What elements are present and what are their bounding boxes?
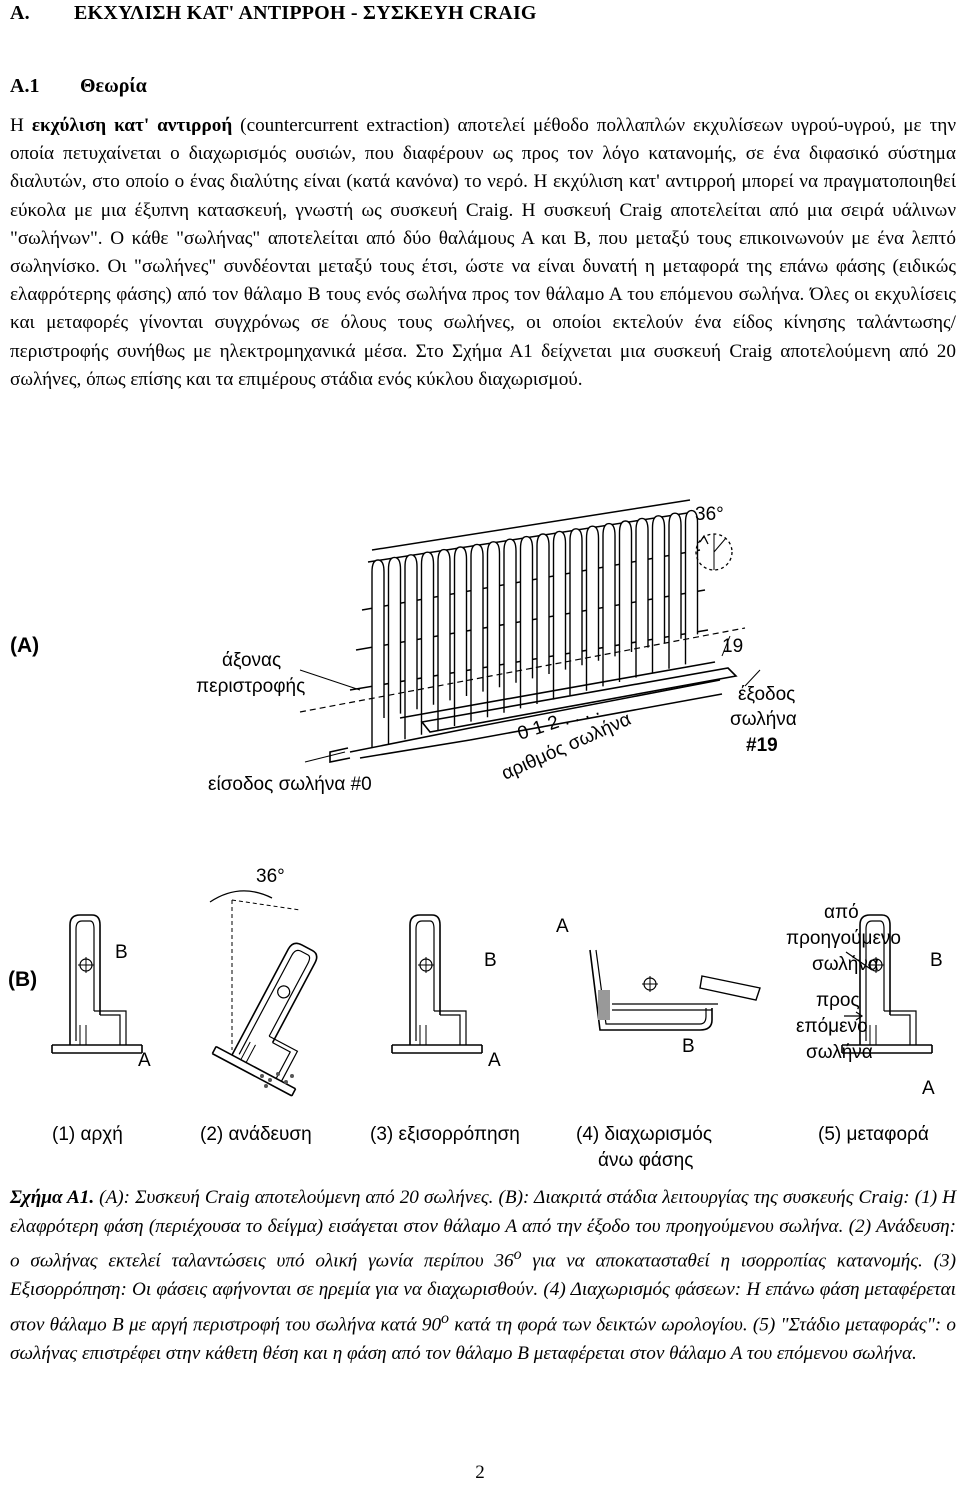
craig-tube — [552, 530, 567, 700]
stage-label-4: (4) διαχωρισμός — [576, 1124, 712, 1145]
craig-tube — [387, 556, 402, 744]
craig-tube — [420, 551, 435, 735]
craig-tube — [651, 515, 666, 674]
stage-2-tube — [211, 930, 358, 1097]
panel-a-outlet-1: έξοδος — [738, 684, 795, 705]
caption-text-2: για να αποκατασταθεί η ισορροπίας κατανο… — [10, 1250, 956, 1336]
panel-a-axis-label-1: άξονας — [222, 650, 281, 671]
panel-a-drawing — [299, 499, 761, 763]
caption-text-3: κατά τη φορά των δεικτών ωρολογίου. (5) … — [10, 1314, 956, 1364]
body-term: εκχύλιση κατ' αντιρροή — [31, 115, 233, 136]
craig-tube — [486, 541, 501, 718]
stage-5-tube — [841, 914, 933, 1054]
panel-a-axis-label-2: περιστροφής — [196, 676, 305, 697]
panel-a-tube-last: 19 — [722, 636, 743, 657]
section-title: ΕΚΧΥΛΙΣΗ ΚΑΤ' ΑΝΤΙΡΡΟΗ - ΣΥΣΚΕΥΗ CRAIG — [74, 2, 537, 24]
panel-a-outlet-2: σωλήνα — [730, 709, 797, 730]
to-next-3: σωλήνα — [806, 1042, 873, 1063]
from-prev-2: προηγούμενο — [786, 928, 901, 949]
section-heading: A. ΕΚΧΥΛΙΣΗ ΚΑΤ' ΑΝΤΙΡΡΟΗ - ΣΥΣΚΕΥΗ CRAIG — [10, 2, 537, 25]
stage-2-angle: 36° — [256, 866, 285, 887]
craig-tube — [470, 543, 484, 722]
craig-tube — [519, 535, 534, 709]
caption-degree-2: ο — [441, 1309, 450, 1327]
to-next-1: προς — [816, 990, 860, 1011]
stage-5-chamber-b: B — [930, 950, 943, 971]
stage-4-chamber-b: B — [682, 1036, 695, 1057]
stage-label-2: (2) ανάδευση — [200, 1124, 312, 1145]
from-prev-3: σωλήνα — [812, 954, 879, 975]
caption-degree-1: ο — [513, 1246, 522, 1264]
figure-svg: (A) 36° 19 άξονας περιστροφής 0 1 2 . . … — [8, 499, 943, 1171]
stage-label-4-line2: άνω φάσης — [598, 1150, 693, 1171]
craig-tube — [668, 512, 682, 669]
stage-4-tube — [589, 949, 761, 1031]
panel-a-outlet-3: #19 — [746, 735, 778, 756]
caption-title: Σχήμα Α1. — [10, 1187, 95, 1208]
stage-1-tube — [51, 914, 143, 1054]
to-next-2: επόμενο — [796, 1016, 868, 1037]
craig-tube — [453, 546, 468, 726]
stage-label-5: (5) μεταφορά — [818, 1124, 929, 1145]
craig-tube — [371, 559, 385, 748]
stage-label-3: (3) εξισορρόπηση — [370, 1124, 520, 1145]
panel-a-label: (A) — [10, 634, 39, 657]
stage-1-chamber-a: A — [138, 1050, 151, 1071]
from-prev-1: από — [824, 902, 859, 923]
stage-label-1: (1) αρχή — [52, 1124, 123, 1145]
subsection-heading: A.1 Θεωρία — [10, 75, 147, 98]
craig-tube — [503, 538, 517, 713]
stage-4-chamber-a: A — [556, 916, 569, 937]
subsection-number: A.1 — [10, 75, 40, 97]
craig-tube — [437, 548, 451, 731]
body-intro: Η — [10, 115, 32, 136]
body-paragraph: Η εκχύλιση κατ' αντιρροή (countercurrent… — [10, 112, 956, 394]
panel-b-label: (B) — [8, 968, 37, 991]
panel-a-angle: 36° — [695, 504, 724, 525]
caption-text: (A): Συσκευή Craig αποτελούμενη από 20 σ… — [10, 1187, 956, 1272]
craig-tube — [536, 533, 550, 704]
page-number: 2 — [475, 1462, 485, 1483]
body-text: (countercurrent extraction) αποτελεί μέθ… — [10, 115, 956, 390]
stage-5-chamber-a: A — [922, 1078, 935, 1099]
panel-a-inlet: είσοδος σωλήνα #0 — [208, 774, 372, 795]
figure-craig-apparatus: (A) 36° 19 άξονας περιστροφής 0 1 2 . . … — [0, 490, 960, 1180]
stage-3-chamber-b: B — [484, 950, 497, 971]
figure-caption: Σχήμα Α1. (A): Συσκευή Craig αποτελούμεν… — [10, 1184, 956, 1368]
craig-tube — [569, 528, 583, 696]
craig-tube — [585, 525, 600, 691]
stage-3-tube — [391, 914, 483, 1054]
craig-tube — [635, 517, 649, 678]
craig-tube — [404, 554, 418, 740]
craig-tube — [618, 520, 633, 682]
craig-tube — [684, 509, 699, 665]
subsection-title: Θεωρία — [80, 75, 147, 97]
craig-tube — [602, 522, 616, 687]
stage-3-chamber-a: A — [488, 1050, 501, 1071]
section-number: A. — [10, 2, 30, 24]
stage-1-chamber-b: B — [115, 942, 128, 963]
